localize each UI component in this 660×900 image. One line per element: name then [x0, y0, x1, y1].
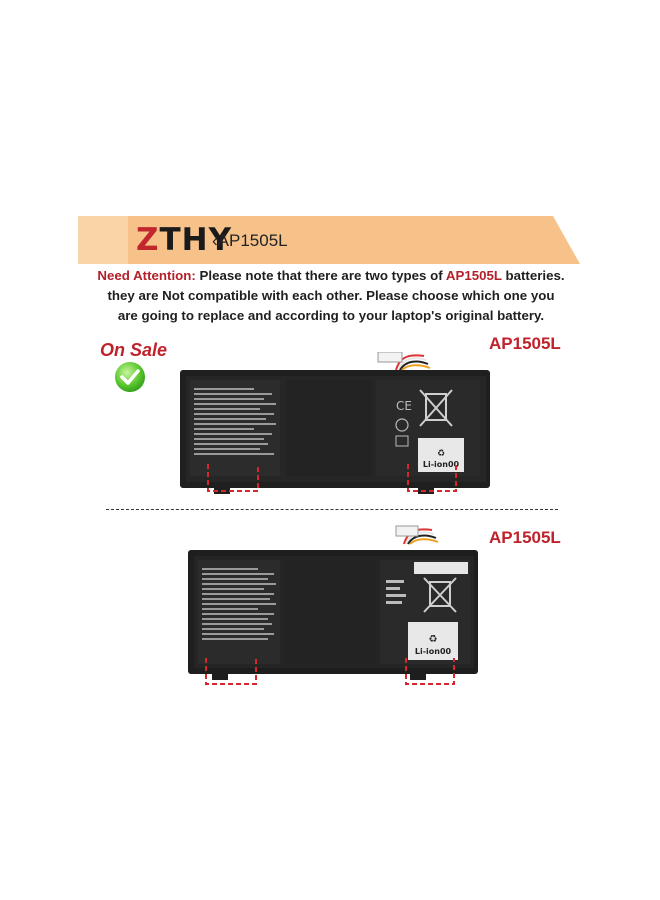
- on-sale-label: On Sale: [100, 340, 168, 360]
- check-icon: [114, 361, 146, 393]
- battery-2-recycle-text: Li-ion00: [415, 647, 452, 656]
- notice-text-1: Please note that there are two types of: [195, 268, 446, 283]
- attention-notice: Need Attention: Please note that there a…: [96, 266, 566, 326]
- notice-text-2: batteries. they are Not compatible with …: [107, 268, 565, 323]
- banner-model: ‹AP1505L: [212, 231, 288, 250]
- battery-2-image: ♻ Li-ion00: [186, 524, 486, 689]
- battery-1-image: CE ♻ Li-ion00: [178, 352, 498, 502]
- notice-prefix: Need Attention:: [97, 268, 196, 283]
- section-divider: [106, 509, 558, 510]
- svg-text:♻: ♻: [437, 449, 445, 459]
- battery-1-recycle-text: Li-ion00: [423, 460, 460, 469]
- svg-text:CE: CE: [396, 399, 412, 413]
- notice-model: AP1505L: [445, 268, 502, 283]
- brand-logo: ZTHY: [136, 222, 233, 258]
- svg-text:♻: ♻: [429, 634, 438, 645]
- brand-banner: ZTHY ‹AP1505L: [78, 216, 580, 264]
- banner-background: [78, 216, 580, 264]
- battery-1-model-label: AP1505L: [489, 334, 561, 353]
- battery-2-model-label: AP1505L: [489, 528, 561, 547]
